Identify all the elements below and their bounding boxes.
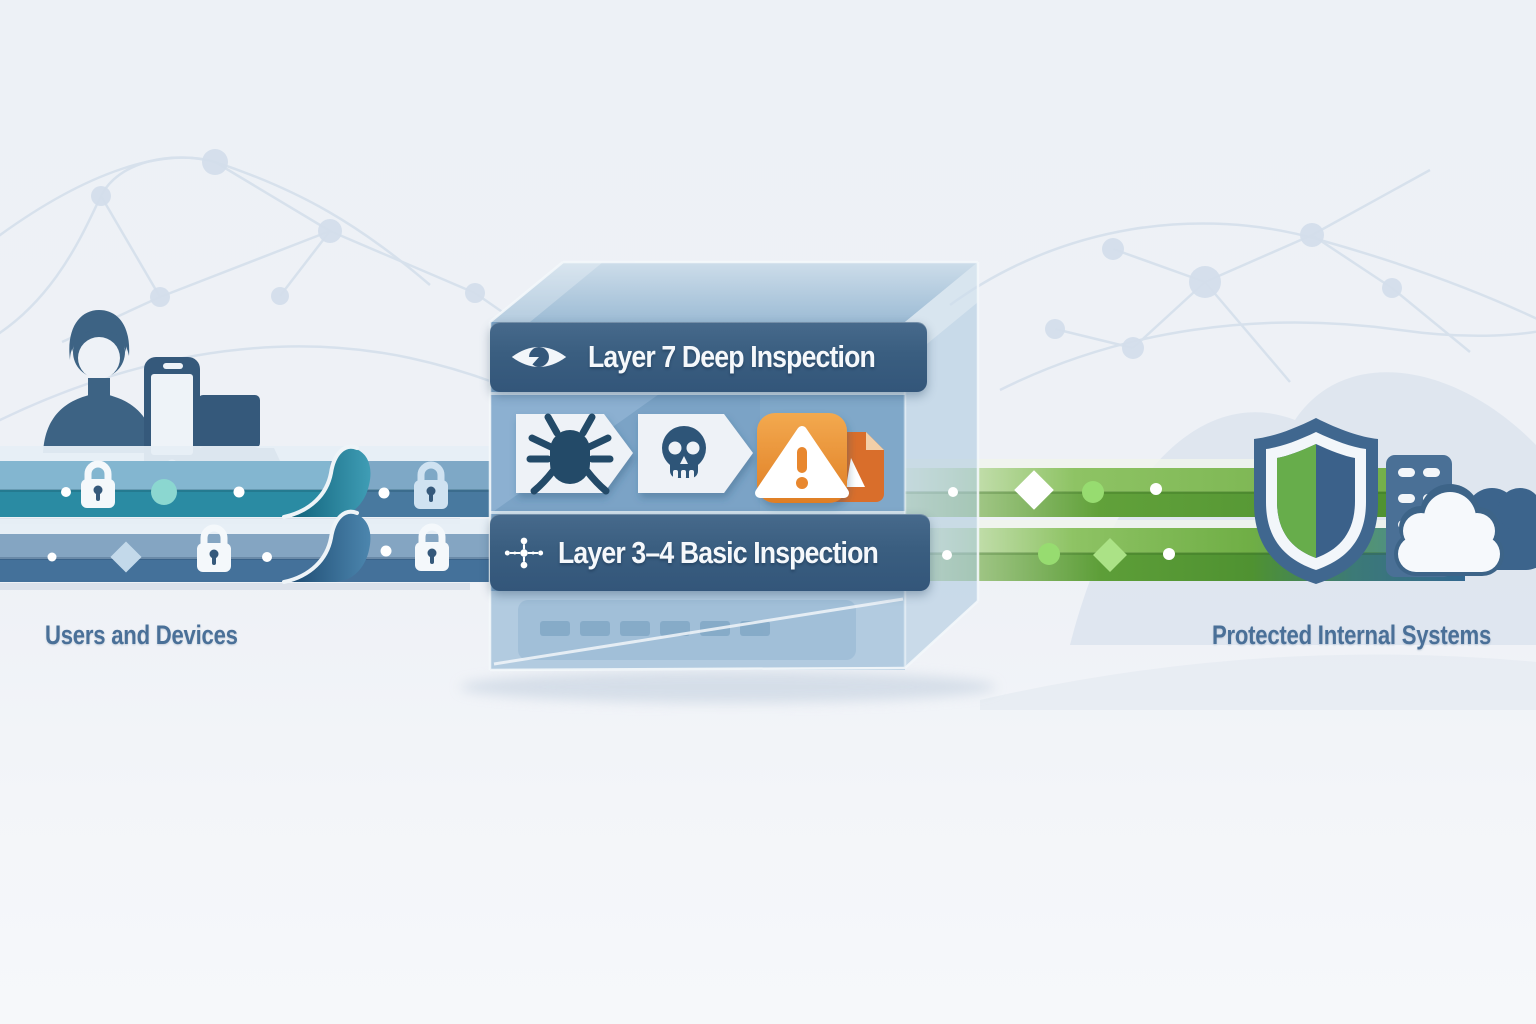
network-hub-icon [504,537,544,568]
skull-icon [662,426,706,479]
eye-icon [511,347,567,367]
filtered-traffic-bands [905,459,1465,581]
bug-chip [516,413,633,495]
traffic-dots-upper [61,479,390,505]
wave-swoosh-lower [282,509,371,584]
layer34-banner: Layer 3–4 Basic Inspection [490,514,930,591]
wave-swoosh-upper [282,444,371,519]
protected-systems-icons [1254,418,1536,584]
firewall-top-face [490,262,978,322]
lock-icon [197,524,231,572]
exit-dots [942,487,958,560]
protected-systems-label: Protected Internal Systems [1212,620,1492,650]
private-cloud-icon [1394,484,1504,576]
layer34-banner-label: Layer 3–4 Basic Inspection [557,534,879,570]
skull-chip [638,414,753,493]
users-devices-label: Users and Devices [45,620,238,650]
filtered-dots-lower [1038,538,1175,572]
lock-icon [414,461,448,509]
threat-indicators [516,413,884,503]
layer7-banner: Layer 7 Deep Inspection [490,322,927,392]
user-traffic-bands [0,444,490,590]
layer7-banner-label: Layer 7 Deep Inspection [588,339,876,374]
warning-icon [755,413,849,503]
shield-icon [1254,418,1378,584]
blocked-threat [755,413,884,503]
bug-icon [526,413,614,495]
lock-icon [81,460,115,508]
lock-icon [415,523,449,571]
firewall-appliance-silhouette [490,591,905,670]
filtered-band-lower [905,520,1465,581]
person-icon [43,310,155,453]
firewall-shadow [460,671,996,703]
